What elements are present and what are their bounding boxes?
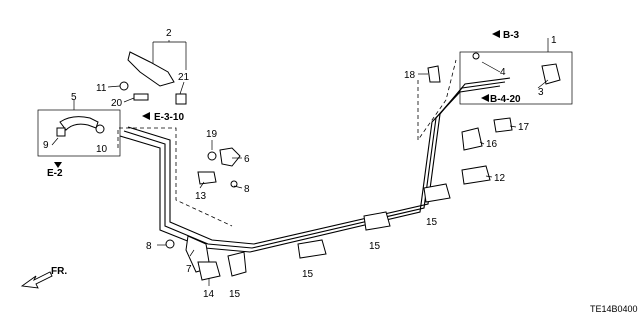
dashed-box-b-3 [417, 59, 457, 142]
callout-10[interactable]: 10 [96, 144, 108, 155]
ref-b-4-20-label: B-4-20 [490, 94, 521, 105]
callout-6[interactable]: 6 [244, 154, 250, 165]
callout-19[interactable]: 19 [206, 129, 218, 140]
callout-15-b[interactable]: 15 [302, 269, 314, 280]
callout-numbers: 1 2 3 4 5 6 7 8 8 9 10 11 12 13 14 15 15… [43, 28, 557, 300]
callout-20[interactable]: 20 [111, 98, 123, 109]
front-direction-indicator: FR. [20, 266, 67, 289]
front-direction-label: FR. [51, 266, 67, 277]
arrow-icon [142, 112, 150, 120]
arrow-icon [492, 30, 500, 38]
ref-e-3-10-label: E-3-10 [154, 112, 184, 123]
callout-box-5 [37, 109, 121, 157]
callout-7[interactable]: 7 [186, 264, 192, 275]
ref-b-3-label: B-3 [503, 30, 520, 41]
callout-5[interactable]: 5 [71, 92, 77, 103]
ref-e-3-10[interactable]: E-3-10 [142, 112, 184, 123]
ref-b-4-20[interactable]: B-4-20 [481, 94, 521, 105]
diagram-part-code: TE14B0400 [590, 304, 638, 314]
callout-3[interactable]: 3 [538, 87, 544, 98]
callout-18[interactable]: 18 [404, 70, 416, 81]
ref-b-3[interactable]: B-3 [492, 30, 520, 41]
callout-13[interactable]: 13 [195, 191, 207, 202]
callout-15-a[interactable]: 15 [229, 289, 241, 300]
callout-bracket-2 [152, 41, 187, 70]
callout-15-d[interactable]: 15 [426, 217, 438, 228]
fuel-pipe-bundle [119, 77, 511, 253]
arrow-icon [481, 94, 489, 102]
callout-9[interactable]: 9 [43, 140, 49, 151]
callout-12[interactable]: 12 [494, 173, 506, 184]
front-arrow-icon [20, 271, 53, 289]
leader-lines [51, 38, 549, 286]
callout-21[interactable]: 21 [178, 72, 190, 83]
callout-14[interactable]: 14 [203, 289, 215, 300]
callout-11[interactable]: 11 [96, 83, 107, 94]
callout-8-lower[interactable]: 8 [146, 241, 152, 252]
callout-1[interactable]: 1 [551, 35, 557, 46]
callout-box-1 [459, 51, 573, 105]
callout-16[interactable]: 16 [486, 139, 498, 150]
dashed-box-e-3-10 [117, 127, 233, 227]
arrow-icon [54, 162, 62, 168]
part-shapes [56, 51, 561, 281]
ref-e-2[interactable]: E-2 [47, 162, 63, 179]
ref-e-2-label: E-2 [47, 168, 63, 179]
callout-8-upper[interactable]: 8 [244, 184, 250, 195]
callout-4[interactable]: 4 [500, 67, 506, 78]
callout-2[interactable]: 2 [166, 28, 172, 39]
callout-17[interactable]: 17 [518, 122, 530, 133]
callout-15-c[interactable]: 15 [369, 241, 381, 252]
